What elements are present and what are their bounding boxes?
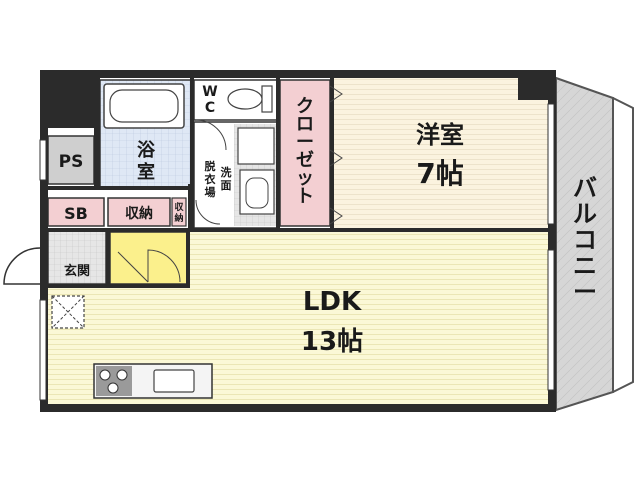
storage-door-swing-2 — [117, 251, 149, 283]
svg-text:洗: 洗 — [221, 165, 232, 179]
svg-text:ク: ク — [296, 96, 314, 117]
svg-text:場: 場 — [205, 185, 216, 199]
walls — [40, 70, 556, 412]
svg-text:W: W — [202, 84, 217, 100]
storage-door-swing — [147, 249, 181, 283]
windows — [39, 103, 555, 401]
western-room-size: 7帖 — [416, 157, 463, 190]
svg-text:ッ: ッ — [296, 168, 314, 189]
entrance-label: 玄関 — [64, 263, 90, 279]
entrance-door — [3, 247, 41, 285]
svg-text:ニ: ニ — [573, 252, 597, 280]
wc-label: W C — [202, 84, 217, 116]
toilet-icon — [227, 85, 273, 113]
washroom-label: 洗 面 脱 衣 場 — [205, 159, 232, 199]
svg-text:ー: ー — [573, 278, 597, 306]
bathtub — [103, 83, 185, 129]
storage-small — [171, 197, 187, 227]
svg-text:室: 室 — [137, 161, 155, 183]
storage-label: 収納 — [125, 205, 153, 222]
sb-room — [47, 197, 105, 227]
wc-door — [195, 119, 227, 151]
svg-text:C: C — [205, 100, 215, 116]
storage-room — [107, 197, 171, 227]
svg-text:納: 納 — [174, 212, 183, 224]
storage-small-label: 収 納 — [174, 201, 184, 224]
svg-text:ロ: ロ — [296, 114, 314, 135]
refrigerator-space — [51, 295, 85, 329]
sb-label: SB — [64, 204, 88, 223]
shoe-storage — [109, 231, 189, 285]
closet-door-marks — [329, 85, 343, 225]
ps-label: PS — [59, 152, 84, 172]
western-room-floor — [334, 78, 552, 228]
bath-label: 浴 室 — [137, 140, 156, 183]
balcony-label: バ ル コ ニ ー — [573, 174, 597, 306]
western-room-name: 洋室 — [416, 121, 464, 149]
svg-text:面: 面 — [221, 179, 232, 192]
svg-text:脱: 脱 — [205, 159, 216, 173]
svg-text:収: 収 — [174, 201, 184, 213]
svg-text:ゼ: ゼ — [296, 149, 314, 171]
ldk-size: 13帖 — [301, 327, 363, 357]
washbasin-icon — [239, 169, 275, 215]
svg-text:コ: コ — [573, 226, 597, 254]
svg-text:バ: バ — [573, 174, 597, 202]
closet-label: ク ロ ー ゼ ッ ト — [296, 96, 314, 207]
kitchen-counter — [93, 363, 213, 399]
svg-text:ー: ー — [296, 132, 314, 153]
washroom-door — [195, 199, 221, 225]
svg-text:ト: ト — [296, 186, 314, 207]
svg-text:衣: 衣 — [205, 172, 217, 186]
ldk-name: LDK — [303, 287, 362, 317]
svg-text:ル: ル — [573, 200, 597, 228]
washing-machine-icon — [237, 127, 275, 165]
svg-text:浴: 浴 — [137, 140, 156, 161]
